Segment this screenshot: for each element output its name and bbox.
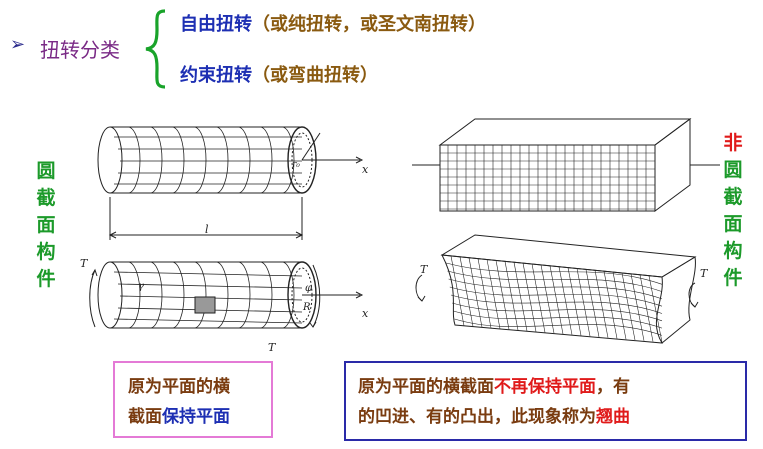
axis-x-label: x [362,307,369,320]
torque-left-label: T [420,263,429,276]
warping-term: 翘曲 [596,407,630,427]
circular-member-label: 圆 截 面 构 件 [35,158,57,293]
circular-shaft-figure: x x l r₀ T T γ φ R [80,126,369,354]
constrained-torsion-option: 约束扭转（或弯曲扭转） [180,61,378,87]
note-text: 截面 [128,407,162,427]
torque-right-label: T [268,341,277,354]
side-char: 圆 [36,160,56,182]
note-line: 的凹进、有的凸出，此现象称为翘曲 [358,402,745,432]
constrained-torsion-label: 约束扭转 [180,65,252,86]
torque-right-label: T [700,267,709,280]
note-highlight: 保持平面 [162,407,230,427]
note-line: 原为平面的横 [128,377,230,397]
note-text: ，有 [596,377,630,397]
side-char: 构 [723,240,743,262]
torque-left-label: T [80,257,89,270]
free-torsion-option: 自由扭转（或纯扭转，或圣文南扭转） [180,10,486,36]
noncircular-conclusion-box: 原为平面的横截面不再保持平面，有 的凹进、有的凸出，此现象称为翘曲 [344,361,747,441]
free-torsion-label: 自由扭转 [180,14,252,35]
side-char: 面 [723,213,743,235]
note-line: 截面保持平面 [128,402,271,432]
note-line: 原为平面的横截面不再保持平面，有 [358,372,745,402]
side-char: 件 [723,267,743,289]
side-char: 面 [36,214,56,236]
constrained-torsion-note: （或弯曲扭转） [252,65,378,86]
classification-title: 扭转分类 [40,38,120,62]
note-highlight: 不再保持平面 [494,377,596,397]
twist-angle-label: φ [305,283,312,294]
length-label: l [205,223,209,236]
radius-label: r₀ [292,160,300,170]
curly-brace-icon [145,9,166,89]
side-char: 非 [723,132,743,154]
outer-radius-label: R [302,302,311,313]
noncircular-member-label: 非 圆 截 面 构 件 [722,130,744,292]
free-torsion-note: （或纯扭转，或圣文南扭转） [252,14,486,35]
bullet-arrow-icon: ➢ [10,34,26,55]
shear-angle-label: γ [138,281,144,292]
note-text: 原为平面的横截面 [358,377,494,397]
circular-conclusion-box: 原为平面的横 截面保持平面 [113,361,273,438]
axis-x-label: x [362,163,369,176]
side-char: 圆 [723,159,743,181]
side-char: 构 [36,241,56,263]
rectangular-bar-figure: T T [412,118,720,344]
note-text: 的凹进、有的凸出，此现象称为 [358,407,596,427]
side-char: 件 [36,268,56,290]
side-char: 截 [36,187,56,209]
side-char: 截 [723,186,743,208]
